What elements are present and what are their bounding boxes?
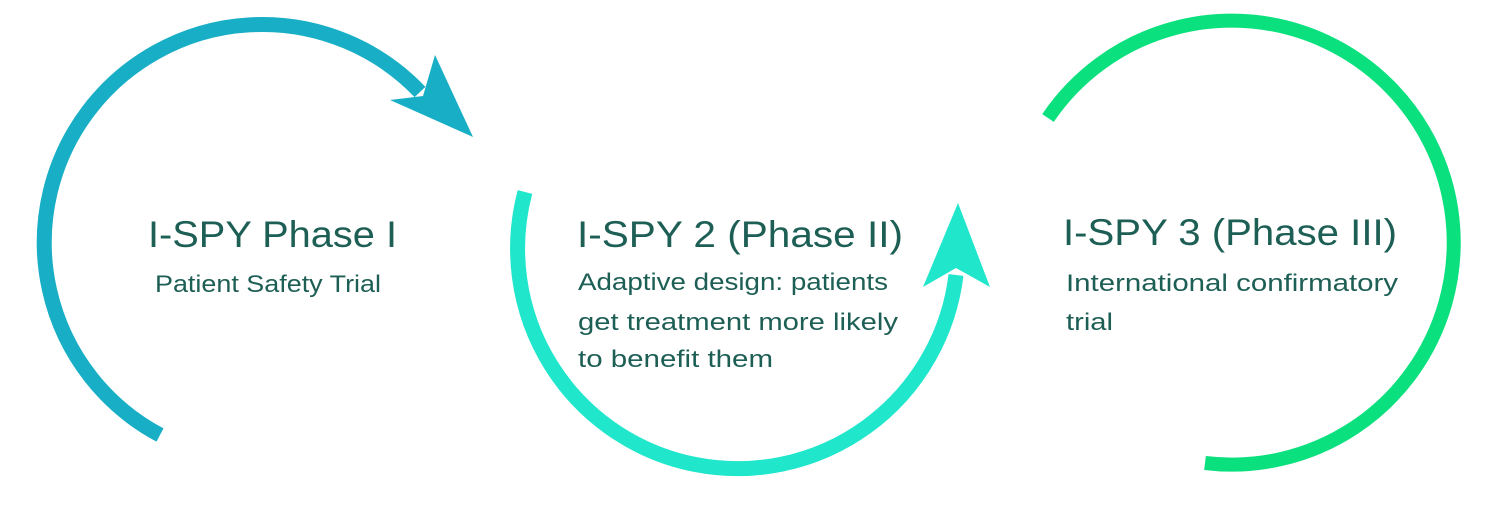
- phase-1-arrowhead: [390, 55, 473, 137]
- phase-2-arrow-icon: [510, 190, 990, 477]
- phase-3-description-line: International confirmatory: [1066, 270, 1398, 297]
- phase-2-arrowhead: [923, 203, 990, 287]
- phase-3-description-line: trial: [1066, 309, 1113, 336]
- phase-1-arc: [36, 17, 426, 442]
- phase-2-description-line: Adaptive design: patients: [578, 269, 888, 296]
- phase-3-arc-icon: [1042, 13, 1461, 472]
- phase-2-description-line: to benefit them: [578, 346, 773, 373]
- phase-1-description: Patient Safety Trial: [155, 271, 381, 298]
- phase-2-description-line: get treatment more likely: [578, 309, 898, 336]
- phase-1-title: I-SPY Phase I: [148, 214, 397, 255]
- phase-2-arc: [510, 190, 964, 477]
- phase-1-arrow-icon: [36, 17, 473, 442]
- phase-2-title: I-SPY 2 (Phase II): [577, 214, 903, 255]
- phase-3-title: I-SPY 3 (Phase III): [1063, 212, 1397, 253]
